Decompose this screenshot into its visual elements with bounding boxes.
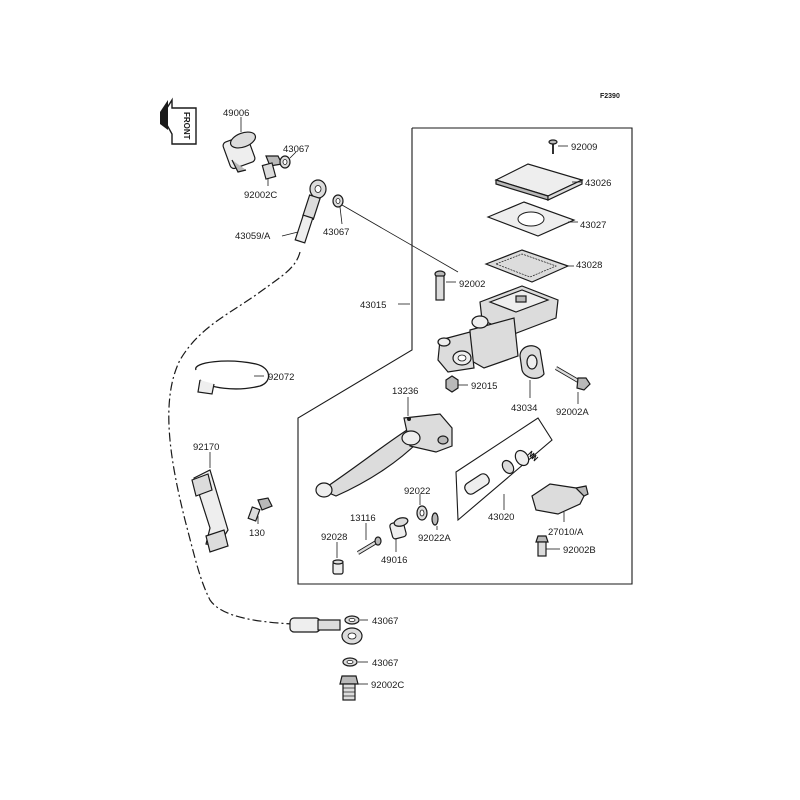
part-43034-clamp <box>519 345 545 379</box>
label-43067-d: 43067 <box>372 658 398 669</box>
label-43067-a: 43067 <box>283 144 309 155</box>
label-92072: 92072 <box>268 372 294 383</box>
part-43059A-hose-end <box>294 179 327 244</box>
label-92022A: 92022A <box>418 533 451 544</box>
label-43015: 43015 <box>360 300 386 311</box>
part-lower-hose-end <box>289 617 363 645</box>
part-49006-cap <box>222 131 257 173</box>
label-92009: 92009 <box>571 142 597 153</box>
part-43015-master-cylinder <box>437 285 559 373</box>
label-92170: 92170 <box>193 442 219 453</box>
part-92009-screw <box>548 139 558 154</box>
label-92002A: 92002A <box>556 407 589 418</box>
assembly-frame <box>297 127 633 585</box>
part-92002B-screw <box>535 535 549 557</box>
front-label: FRONT <box>182 112 191 140</box>
part-92002-banjo-bolt <box>434 270 446 301</box>
label-43034: 43034 <box>511 403 537 414</box>
part-43067-washer-a <box>279 155 291 169</box>
label-13236: 13236 <box>392 386 418 397</box>
part-43067-washer-b <box>332 194 344 208</box>
label-13116: 13116 <box>350 513 376 524</box>
label-43067-c: 43067 <box>372 616 398 627</box>
part-43067-washer-d <box>342 657 358 667</box>
front-arrow-icon: FRONT <box>160 97 197 145</box>
label-92002C-upper: 92002C <box>244 190 277 201</box>
label-92002: 92002 <box>459 279 485 290</box>
label-43059A: 43059/A <box>235 231 271 242</box>
figure-code: F2390 <box>600 93 620 100</box>
label-43028: 43028 <box>576 260 602 271</box>
part-130-bolt <box>247 497 273 522</box>
part-43020-piston-kit <box>455 417 553 522</box>
part-13236-lever <box>315 413 453 498</box>
label-43026: 43026 <box>585 178 611 189</box>
part-43027-plate <box>486 201 576 237</box>
part-92002C-lower-bolt <box>339 675 359 701</box>
label-43020: 43020 <box>488 512 514 523</box>
part-92072-band <box>195 360 270 395</box>
part-92170-bracket <box>191 469 229 553</box>
label-49016: 49016 <box>381 555 407 566</box>
label-43027: 43027 <box>580 220 606 231</box>
label-92022: 92022 <box>404 486 430 497</box>
label-92002C-lower: 92002C <box>371 680 404 691</box>
label-27010A: 27010/A <box>548 527 584 538</box>
clutch-hose <box>168 251 301 625</box>
part-13116-pin <box>356 536 382 555</box>
label-49006: 49006 <box>223 108 249 119</box>
label-92028: 92028 <box>321 532 347 543</box>
part-43028-diaphragm <box>484 249 570 283</box>
label-92015: 92015 <box>471 381 497 392</box>
part-92002A-bolt <box>554 366 591 391</box>
label-92002B: 92002B <box>563 545 596 556</box>
part-27010A-switch <box>531 483 589 515</box>
part-92028-collar <box>332 559 344 575</box>
part-43026-cap <box>494 163 584 201</box>
part-49016-bushing <box>389 517 409 540</box>
label-130: 130 <box>249 528 265 539</box>
label-43067-b: 43067 <box>323 227 349 238</box>
part-92022A-washer <box>431 512 439 526</box>
part-92002C-upper-bolt <box>261 155 283 180</box>
part-92015-nut <box>445 375 459 393</box>
part-92022-ring <box>416 505 428 521</box>
part-43067-washer-c <box>344 615 360 625</box>
